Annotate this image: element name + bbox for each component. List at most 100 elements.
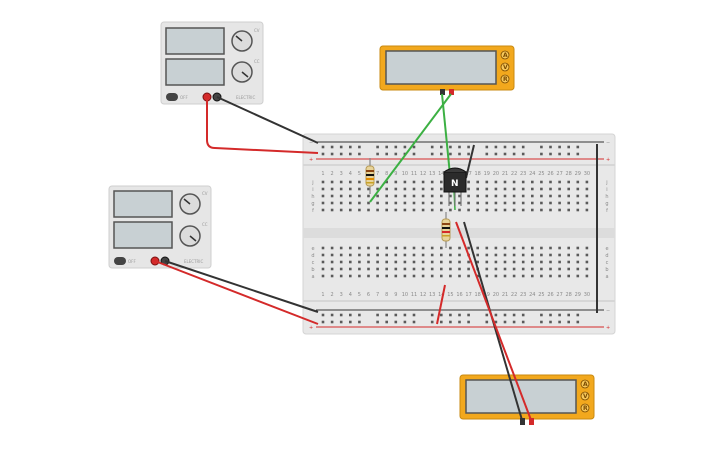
terminal-hole[interactable] xyxy=(467,267,470,271)
terminal-hole[interactable] xyxy=(330,246,334,250)
rail-hole[interactable] xyxy=(467,145,470,149)
terminal-hole[interactable] xyxy=(585,246,589,250)
terminal-hole[interactable] xyxy=(567,201,570,205)
terminal-hole[interactable] xyxy=(367,267,370,271)
terminal-hole[interactable] xyxy=(540,260,543,264)
terminal-hole[interactable] xyxy=(421,274,425,278)
terminal-hole[interactable] xyxy=(567,267,570,271)
rail-hole[interactable] xyxy=(458,320,461,324)
resistor-top[interactable] xyxy=(365,158,375,194)
terminal-hole[interactable] xyxy=(358,274,361,278)
terminal-hole[interactable] xyxy=(349,267,352,271)
terminal-hole[interactable] xyxy=(494,201,498,205)
multimeter-bottom-button-v[interactable] xyxy=(580,391,590,401)
terminal-hole[interactable] xyxy=(567,187,570,191)
wire-black-psu-top[interactable] xyxy=(216,96,319,144)
rail-hole[interactable] xyxy=(358,320,361,324)
terminal-hole[interactable] xyxy=(339,253,343,257)
terminal-hole[interactable] xyxy=(403,253,407,257)
multimeter-top-button-a[interactable] xyxy=(500,50,510,60)
terminal-hole[interactable] xyxy=(531,253,534,257)
terminal-hole[interactable] xyxy=(430,253,434,257)
rail-hole[interactable] xyxy=(385,320,388,324)
terminal-hole[interactable] xyxy=(558,246,561,250)
terminal-hole[interactable] xyxy=(585,253,589,257)
rail-hole[interactable] xyxy=(358,145,361,149)
terminal-hole[interactable] xyxy=(540,267,543,271)
terminal-hole[interactable] xyxy=(339,187,343,191)
terminal-hole[interactable] xyxy=(531,187,534,191)
rail-hole[interactable] xyxy=(385,145,388,149)
terminal-hole[interactable] xyxy=(467,260,470,264)
wire-red-psu-top[interactable] xyxy=(206,97,319,154)
terminal-hole[interactable] xyxy=(367,194,370,198)
terminal-hole[interactable] xyxy=(403,201,407,205)
terminal-hole[interactable] xyxy=(494,180,498,184)
terminal-hole[interactable] xyxy=(558,180,561,184)
wire-red-psu-left[interactable] xyxy=(154,260,319,325)
terminal-hole[interactable] xyxy=(540,274,543,278)
breadboard[interactable]: − + − + − + − + 112233445566778899101011… xyxy=(302,133,616,335)
terminal-hole[interactable] xyxy=(449,201,452,205)
rail-hole[interactable] xyxy=(567,145,570,149)
rail-hole[interactable] xyxy=(485,145,489,149)
terminal-hole[interactable] xyxy=(567,194,570,198)
terminal-hole[interactable] xyxy=(330,267,334,271)
terminal-hole[interactable] xyxy=(558,194,561,198)
terminal-hole[interactable] xyxy=(531,267,534,271)
terminal-hole[interactable] xyxy=(503,187,507,191)
terminal-hole[interactable] xyxy=(558,267,561,271)
wire-red-short[interactable] xyxy=(436,284,446,325)
terminal-hole[interactable] xyxy=(321,208,325,212)
rail-hole[interactable] xyxy=(540,145,543,149)
terminal-hole[interactable] xyxy=(440,246,443,250)
terminal-hole[interactable] xyxy=(339,274,343,278)
rail-hole[interactable] xyxy=(412,320,416,324)
rail-hole[interactable] xyxy=(349,145,352,149)
terminal-hole[interactable] xyxy=(549,194,552,198)
rail-hole[interactable] xyxy=(349,320,352,324)
rail-hole[interactable] xyxy=(458,145,461,149)
terminal-hole[interactable] xyxy=(358,187,361,191)
terminal-hole[interactable] xyxy=(403,187,407,191)
rail-hole[interactable] xyxy=(430,152,434,156)
terminal-hole[interactable] xyxy=(430,260,434,264)
terminal-hole[interactable] xyxy=(512,253,516,257)
terminal-hole[interactable] xyxy=(339,180,343,184)
terminal-hole[interactable] xyxy=(421,253,425,257)
terminal-hole[interactable] xyxy=(585,267,589,271)
terminal-hole[interactable] xyxy=(476,246,479,250)
rail-hole[interactable] xyxy=(385,313,388,317)
terminal-hole[interactable] xyxy=(567,260,570,264)
breadboard-holes[interactable] xyxy=(321,145,589,324)
terminal-hole[interactable] xyxy=(412,253,416,257)
terminal-hole[interactable] xyxy=(485,201,489,205)
rail-hole[interactable] xyxy=(512,320,516,324)
rail-hole[interactable] xyxy=(358,313,361,317)
terminal-hole[interactable] xyxy=(512,201,516,205)
terminal-hole[interactable] xyxy=(330,274,334,278)
terminal-hole[interactable] xyxy=(412,267,416,271)
terminal-hole[interactable] xyxy=(521,274,525,278)
rail-hole[interactable] xyxy=(512,145,516,149)
multimeter-top-probe-black[interactable] xyxy=(440,89,445,95)
terminal-hole[interactable] xyxy=(494,253,498,257)
rail-hole[interactable] xyxy=(449,145,452,149)
terminal-hole[interactable] xyxy=(330,180,334,184)
terminal-hole[interactable] xyxy=(476,194,479,198)
terminal-hole[interactable] xyxy=(321,180,325,184)
terminal-hole[interactable] xyxy=(485,246,489,250)
rail-hole[interactable] xyxy=(494,320,498,324)
terminal-hole[interactable] xyxy=(476,260,479,264)
terminal-hole[interactable] xyxy=(358,208,361,212)
terminal-hole[interactable] xyxy=(440,187,443,191)
terminal-hole[interactable] xyxy=(330,260,334,264)
terminal-hole[interactable] xyxy=(367,208,370,212)
rail-hole[interactable] xyxy=(485,152,489,156)
terminal-hole[interactable] xyxy=(394,180,398,184)
terminal-hole[interactable] xyxy=(367,253,370,257)
rail-hole[interactable] xyxy=(440,313,443,317)
terminal-hole[interactable] xyxy=(403,194,407,198)
terminal-hole[interactable] xyxy=(485,267,489,271)
terminal-hole[interactable] xyxy=(585,180,589,184)
